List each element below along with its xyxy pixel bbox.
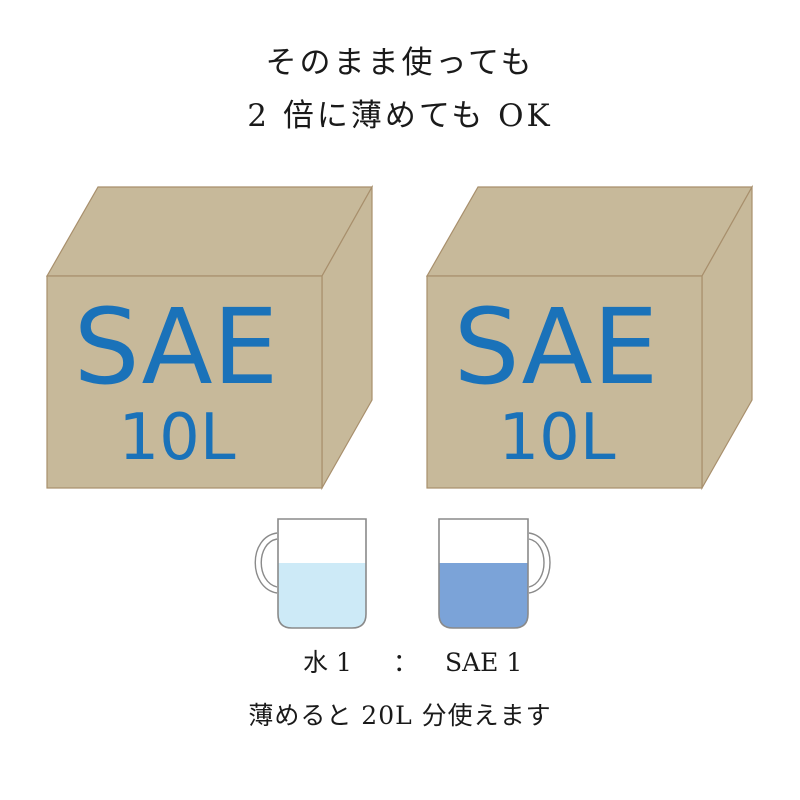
box-front-face (46, 275, 323, 489)
cup-handle-outer (528, 532, 551, 594)
box-front-face (426, 275, 703, 489)
sae-box-1: SAE 10L (45, 184, 374, 491)
ratio-water-label: 水 1 (303, 648, 352, 677)
ratio-separator: ： (393, 648, 419, 677)
cup-liquid (439, 563, 528, 628)
cup-body-outline (277, 518, 367, 629)
sae-cup-icon (438, 518, 551, 629)
dilution-note: 薄めると 20L 分使えます (248, 701, 552, 730)
box-top-face (425, 186, 754, 277)
sae-box-2: SAE 10L (425, 184, 754, 491)
cup-handle-outer (254, 532, 278, 594)
box-product-name: SAE (74, 286, 279, 408)
box-top-face (45, 186, 374, 277)
cup-handle-inner (528, 538, 545, 588)
box-volume: 10L (118, 401, 235, 475)
cup-handle-inner (260, 538, 278, 588)
headline-line-1: そのまま使っても (265, 45, 535, 81)
cup-liquid (278, 563, 366, 628)
box-product-name: SAE (454, 286, 659, 408)
box-volume: 10L (498, 401, 615, 475)
headline-line-2: 2 倍に薄めても OK (247, 98, 553, 134)
ratio-sae-label: SAE 1 (445, 648, 523, 677)
cup-body-outline (438, 518, 529, 629)
water-cup-icon (254, 518, 367, 629)
